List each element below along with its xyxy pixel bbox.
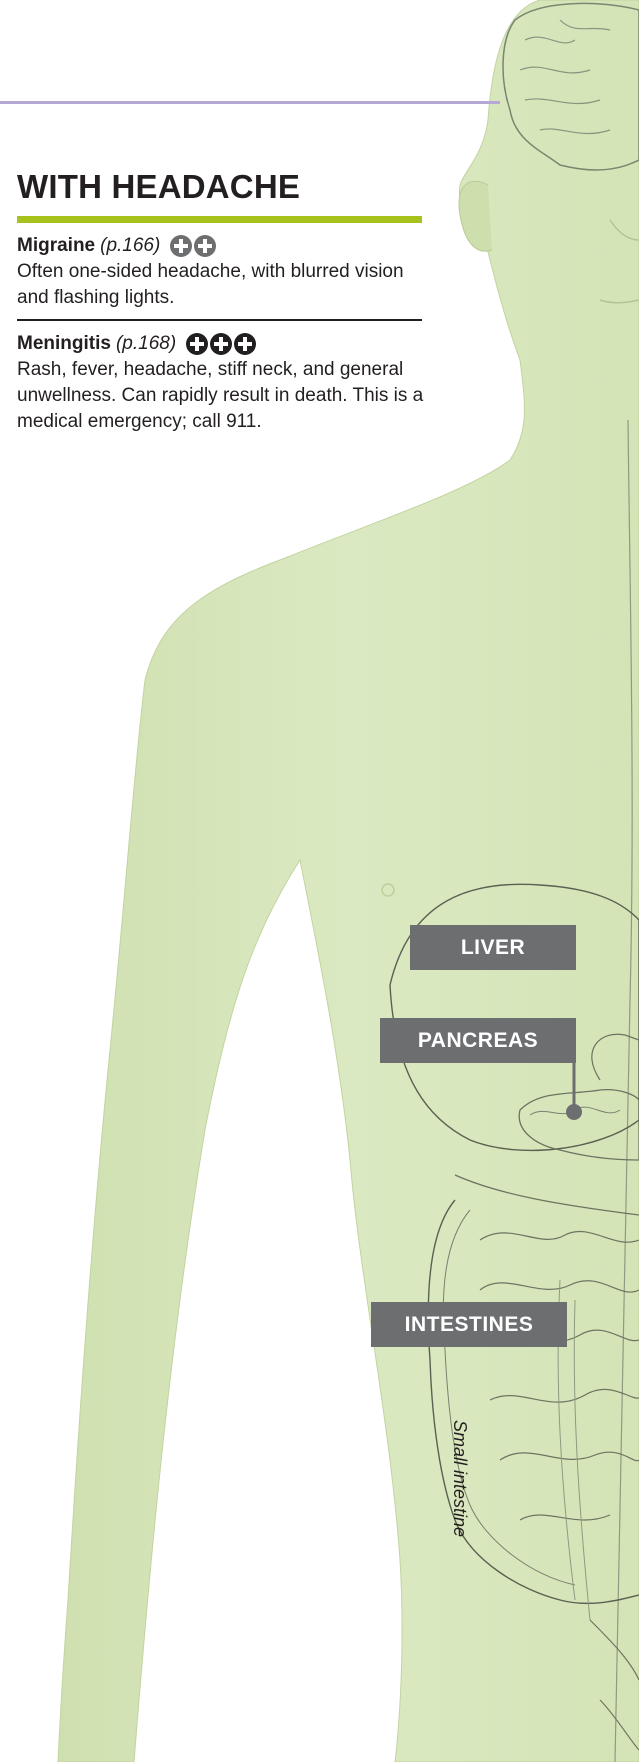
- plus-circle-icon: [170, 235, 192, 257]
- severity-rating: [170, 235, 216, 257]
- entry-migraine: Migraine (p.166) Often one-sided headach…: [17, 233, 427, 311]
- ear-shape: [459, 181, 492, 251]
- plus-circle-icon: [234, 333, 256, 355]
- plus-circle-icon: [186, 333, 208, 355]
- pancreas-pointer-dot: [566, 1104, 582, 1120]
- entry-page-ref: (p.166): [100, 233, 160, 259]
- section-title: WITH HEADACHE: [17, 168, 300, 206]
- entry-meningitis: Meningitis (p.168) Rash, fever, headache…: [17, 331, 427, 435]
- top-divider: [0, 101, 500, 104]
- entry-name: Meningitis: [17, 331, 111, 357]
- entry-divider: [17, 319, 422, 321]
- plus-circle-icon: [210, 333, 232, 355]
- organ-label-intestines: INTESTINES: [371, 1302, 567, 1347]
- organ-label-small-intestine: Small intestine: [449, 1420, 470, 1537]
- plus-circle-icon: [194, 235, 216, 257]
- organ-label-pancreas: PANCREAS: [380, 1018, 576, 1063]
- entry-description: Rash, fever, headache, stiff neck, and g…: [17, 357, 427, 435]
- entry-page-ref: (p.168): [116, 331, 176, 357]
- entry-name: Migraine: [17, 233, 95, 259]
- organ-label-liver: LIVER: [410, 925, 576, 970]
- severity-rating: [186, 333, 256, 355]
- entry-description: Often one-sided headache, with blurred v…: [17, 259, 427, 311]
- title-underline: [17, 216, 422, 223]
